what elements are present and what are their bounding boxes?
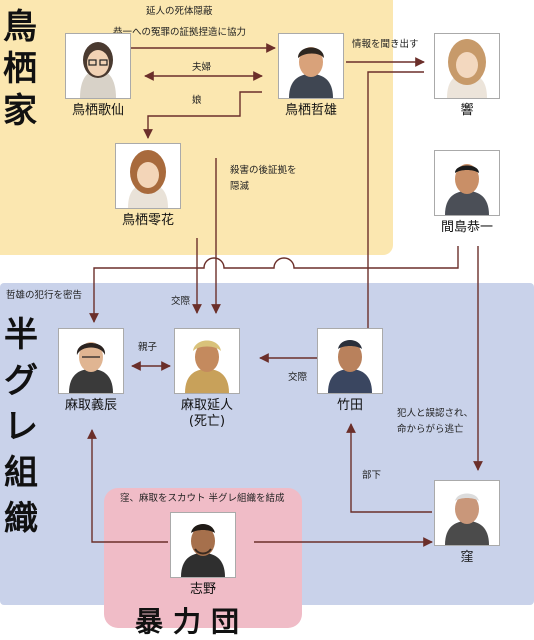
name-kasen: 鳥栖歌仙: [71, 103, 124, 118]
group-label-char: 鳥: [3, 7, 37, 47]
label-subordinate: 部下: [362, 470, 382, 481]
arrow-shino-yoshitatsu: [87, 429, 168, 543]
name-kubo: 窪: [460, 550, 474, 565]
person-hibiki: 響: [412, 33, 522, 119]
label-info-extract: 情報を聞き出す: [352, 39, 419, 50]
name-nobuto: 麻取延人: [180, 398, 233, 413]
person-majima: 間島恭一: [412, 150, 522, 236]
group-label-char: グ: [4, 361, 38, 401]
group-label-hangure: 半グレ組織: [4, 318, 44, 548]
arrow-subordinate: [346, 423, 432, 513]
group-label-char: 組: [4, 453, 38, 493]
label-destroy-evidence: 殺害の後証拠を: [230, 165, 297, 176]
label-founding: 窪、麻取をスカウト 半グレ組織を結成: [120, 493, 285, 504]
name-takeda: 竹田: [336, 398, 363, 413]
person-takeda: 竹田: [295, 328, 405, 414]
group-label-torisu: 鳥栖家: [3, 10, 43, 136]
label-evidence-fabrication: 恭一への冤罪の証拠捏造に協力: [113, 27, 247, 38]
name-reika: 鳥栖零花: [121, 213, 174, 228]
label-daughter: 娘: [192, 95, 202, 106]
group-label-boryokudan: 暴力団: [135, 605, 250, 638]
group-label-char: 織: [4, 499, 38, 539]
group-label-char: 家: [3, 91, 37, 131]
label-concealment: 延人の死体隠蔽: [146, 6, 213, 17]
portrait-hibiki: [434, 33, 500, 99]
label-misidentified-2: 命からがら逃亡: [397, 424, 464, 435]
person-nobuto: 麻取延人 (死亡): [152, 328, 262, 431]
portrait-tetsuo: [278, 33, 344, 99]
name-shino: 志野: [189, 582, 216, 597]
arrow-dating-hibiki-nobuto: [259, 71, 424, 363]
person-yoshitatsu: 麻取義辰: [36, 328, 146, 414]
portrait-takeda: [317, 328, 383, 394]
label-dating-reika: 交際: [171, 296, 191, 307]
name-tetsuo: 鳥栖哲雄: [284, 103, 337, 118]
label-informant: 哲雄の犯行を密告: [6, 290, 83, 301]
group-label-char: 栖: [3, 49, 37, 89]
person-tetsuo: 鳥栖哲雄: [256, 33, 366, 119]
arrow-daughter: [143, 91, 262, 139]
person-shino: 志野: [148, 512, 258, 598]
arrow-informant: [89, 246, 459, 323]
portrait-shino: [170, 512, 236, 578]
name-hibiki: 響: [460, 103, 474, 118]
portrait-yoshitatsu: [58, 328, 124, 394]
status-nobuto: (死亡): [188, 414, 226, 430]
portrait-kasen: [65, 33, 131, 99]
name-yoshitatsu: 麻取義辰: [64, 398, 117, 413]
label-parent-child: 親子: [138, 342, 158, 353]
portrait-reika: [115, 143, 181, 209]
person-kasen: 鳥栖歌仙: [43, 33, 153, 119]
name-majima: 間島恭一: [440, 220, 493, 235]
label-destroy-evidence-2: 隠滅: [230, 181, 250, 192]
label-misidentified: 犯人と誤認され、: [397, 408, 474, 419]
group-label-char: 半: [4, 315, 38, 355]
portrait-kubo: [434, 480, 500, 546]
portrait-majima: [434, 150, 500, 216]
group-label-char: レ: [4, 407, 38, 447]
person-reika: 鳥栖零花: [93, 143, 203, 229]
label-dating-hibiki: 交際: [288, 372, 308, 383]
label-spouses: 夫婦: [192, 62, 212, 73]
portrait-nobuto: [174, 328, 240, 394]
person-kubo: 窪: [412, 480, 522, 566]
